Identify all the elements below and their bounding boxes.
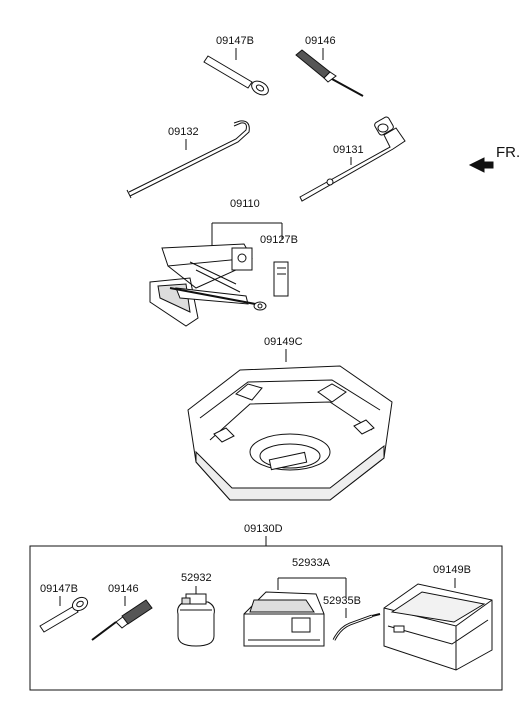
part-number-09127B: 09127B xyxy=(260,234,298,246)
jack-assembly-09110-drawing xyxy=(149,222,289,327)
part-number-09149B: 09149B xyxy=(433,564,471,576)
part-number-09147B-kit: 09147B xyxy=(40,583,78,595)
wrench-09147B-top-drawing xyxy=(203,48,269,96)
front-direction-label: FR. xyxy=(496,144,521,161)
part-number-09131: 09131 xyxy=(333,144,364,156)
part-number-09147B-top: 09147B xyxy=(216,35,254,47)
part-number-09149C: 09149C xyxy=(264,336,303,348)
part-number-09130D: 09130D xyxy=(244,523,283,535)
kit-box-09130D-drawing xyxy=(29,536,503,691)
part-number-09110: 09110 xyxy=(230,198,260,210)
tray-09149C-drawing xyxy=(187,349,393,501)
part-number-52933A: 52933A xyxy=(292,557,330,569)
part-number-09146-top: 09146 xyxy=(305,35,336,47)
sealant-bottle-52932-drawing xyxy=(177,586,215,647)
compressor-52933A-drawing xyxy=(243,577,347,647)
front-direction-arrow-drawing xyxy=(468,157,494,173)
case-09149B-drawing xyxy=(383,578,493,671)
hose-52935B-drawing xyxy=(332,608,381,641)
kit-wrench-09147B-drawing xyxy=(39,596,89,633)
part-number-09132: 09132 xyxy=(168,126,199,138)
part-number-09146-kit: 09146 xyxy=(108,583,139,595)
screwdriver-09146-top-drawing xyxy=(295,48,364,97)
part-number-52935B: 52935B xyxy=(323,595,361,607)
jack-handle-09132-drawing xyxy=(126,120,250,199)
kit-screwdriver-09146-drawing xyxy=(91,596,153,641)
lug-wrench-09131-drawing xyxy=(299,116,406,202)
part-number-52932: 52932 xyxy=(181,572,212,584)
